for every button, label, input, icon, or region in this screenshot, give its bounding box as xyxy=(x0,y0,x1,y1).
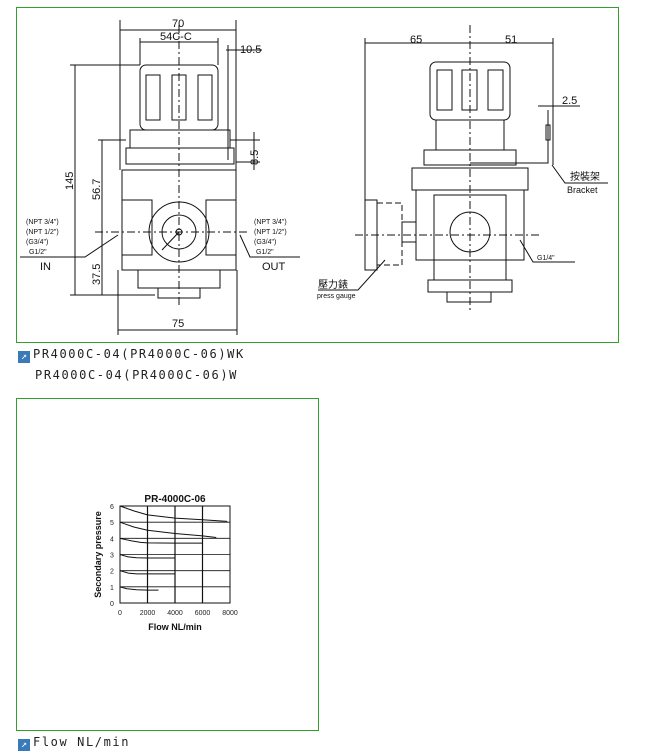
dim-right: 51 xyxy=(505,34,517,46)
in-port-label: (G3/4") xyxy=(26,239,48,246)
out-port-label: G1/2" xyxy=(256,249,274,256)
out-label: OUT xyxy=(262,261,286,273)
dim-gap: 8.5 xyxy=(249,150,261,165)
model-wk-text: PR4000C-04(PR4000C-06)WK xyxy=(33,347,245,361)
in-port-label: (NPT 1/2") xyxy=(26,229,59,236)
model-caption-wk: ↗PR4000C-04(PR4000C-06)WK xyxy=(18,347,245,363)
series-line-4 xyxy=(119,537,203,544)
series-line-2 xyxy=(119,570,175,575)
bracket-label-en: Bracket xyxy=(567,185,598,195)
dim-upper: 56.7 xyxy=(91,179,103,200)
model-w-text: PR4000C-04(PR4000C-06)W xyxy=(35,368,238,382)
x-tick-label: 6000 xyxy=(195,610,211,617)
out-port-label: (NPT 1/2") xyxy=(254,229,287,236)
y-tick-label: 3 xyxy=(110,553,114,560)
front-view xyxy=(20,20,300,335)
side-port-label: G1/4" xyxy=(537,255,555,262)
series-line-1 xyxy=(119,586,159,591)
out-port-label: (G3/4") xyxy=(254,239,276,246)
gauge-label-en: press gauge xyxy=(317,293,356,300)
y-axis-label: Secondary pressure xyxy=(93,511,103,598)
x-axis-label: Flow NL/min xyxy=(148,622,202,632)
dim-height: 145 xyxy=(64,172,76,190)
dim-base: 75 xyxy=(172,318,184,330)
in-label: IN xyxy=(40,261,51,273)
x-tick-label: 8000 xyxy=(222,610,238,617)
chart-caption: ↗Flow NL/min xyxy=(18,735,130,751)
x-tick-label: 0 xyxy=(118,610,122,617)
bracket-label-cn: 按裝架 xyxy=(570,170,600,183)
dim-width: 70 xyxy=(172,18,184,30)
series-line-5 xyxy=(119,521,217,539)
in-port-label: G1/2" xyxy=(29,249,47,256)
flow-chart: 0 2000 4000 6000 8000 0 1 2 3 4 5 6 PR-4000C-06Flow … xyxy=(93,494,238,632)
x-tick-label: 2000 xyxy=(140,610,156,617)
series-line-3 xyxy=(119,554,175,559)
dim-bracket: 2.5 xyxy=(562,95,577,107)
series-line-6 xyxy=(119,505,228,522)
x-tick-label: 4000 xyxy=(167,610,183,617)
chart-panel xyxy=(16,398,319,731)
arrow-link-icon[interactable]: ↗ xyxy=(18,739,30,751)
gauge-label-cn: 壓力錶 xyxy=(318,278,348,291)
chart-title: PR-4000C-06 xyxy=(144,494,206,505)
dim-cc: 54C-C xyxy=(160,31,192,43)
chart-caption-text: Flow NL/min xyxy=(33,735,131,749)
side-view xyxy=(318,25,608,310)
y-tick-label: 6 xyxy=(110,504,114,511)
dim-left: 65 xyxy=(410,34,422,46)
arrow-link-icon[interactable]: ↗ xyxy=(18,351,30,363)
dim-offset: 10.5 xyxy=(240,44,261,56)
y-tick-label: 5 xyxy=(110,520,114,527)
y-tick-label: 2 xyxy=(110,569,114,576)
technical-drawing: 70 54C-C 10.5 145 56.7 37.5 8.5 75 (NPT … xyxy=(20,18,608,335)
y-tick-label: 1 xyxy=(110,585,114,592)
drawing-panel xyxy=(16,7,619,343)
out-port-label: (NPT 3/4") xyxy=(254,219,287,226)
in-port-label: (NPT 3/4") xyxy=(26,219,59,226)
y-tick-label: 4 xyxy=(110,536,114,543)
dim-lower: 37.5 xyxy=(91,264,103,285)
y-tick-label: 0 xyxy=(110,601,114,608)
